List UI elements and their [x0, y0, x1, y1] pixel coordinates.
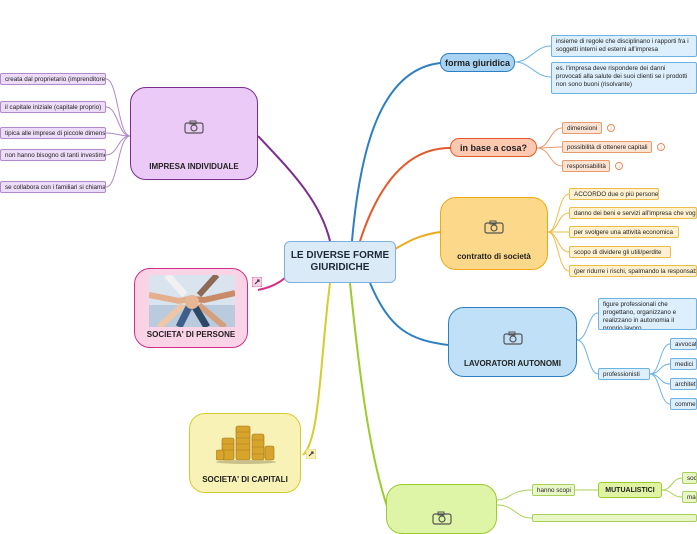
item-medici[interactable]: medici	[670, 358, 697, 370]
topic-label: contratto di società	[457, 252, 531, 261]
item-soci[interactable]: soci	[682, 472, 697, 484]
topic-label: LAVORATORI AUTONOMI	[464, 359, 561, 368]
info-icon[interactable]: i	[607, 124, 615, 132]
item-green-partial	[532, 514, 697, 522]
attachment-icon[interactable]	[306, 449, 316, 459]
topic-lavoratori-autonomi[interactable]: LAVORATORI AUTONOMI	[448, 307, 577, 377]
topic-mutualistici[interactable]: MUTUALISTICI	[598, 482, 662, 498]
camera-icon	[184, 120, 204, 134]
item-responsabilita[interactable]: responsabilità	[562, 160, 610, 172]
item-professionisti[interactable]: professionisti	[598, 368, 650, 380]
item-familiari[interactable]: se collabora con i familiari si chiama	[0, 181, 106, 193]
connection-lines	[105, 45, 683, 519]
note-forma-giuridica-1[interactable]: insieme di regole che disciplinano i rap…	[551, 35, 697, 57]
topic-forma-giuridica[interactable]: forma giuridica	[440, 53, 515, 72]
item-ridurre-rischi[interactable]: (per ridurre i rischi, spalmando la resp…	[569, 265, 697, 277]
info-icon[interactable]: i	[657, 143, 665, 151]
team-hands-image	[149, 275, 235, 327]
item-possibilita-capitali[interactable]: possibilità di ottenere capitali	[562, 141, 652, 153]
topic-societa-di-persone[interactable]: SOCIETA' DI PERSONE	[134, 268, 248, 348]
item-architetti[interactable]: architetti	[670, 378, 697, 390]
info-icon[interactable]: i	[615, 162, 623, 170]
item-avvocati[interactable]: avvocati	[670, 338, 697, 350]
topic-label: IMPRESA INDIVIDUALE	[149, 162, 239, 171]
item-beni-servizi[interactable]: danno dei beni e servizi all'impresa che…	[569, 207, 697, 219]
topic-in-base-a-cosa[interactable]: in base a cosa?	[450, 138, 537, 157]
item-attivita-economica[interactable]: per svolgere una attività economica	[569, 226, 679, 238]
note-figure-professionali[interactable]: figure professionali che progettano, org…	[598, 298, 697, 330]
item-accordo[interactable]: ACCORDO due o più persone	[569, 188, 659, 200]
topic-contratto-di-societa[interactable]: contratto di società	[440, 197, 548, 270]
topic-impresa-individuale[interactable]: IMPRESA INDIVIDUALE	[130, 87, 258, 180]
topic-label: SOCIETA' DI CAPITALI	[202, 475, 288, 484]
central-topic[interactable]: LE DIVERSE FORME GIURIDICHE	[284, 241, 396, 283]
topic-societa-di-capitali[interactable]: SOCIETA' DI CAPITALI	[189, 413, 301, 493]
item-ma[interactable]: ma	[682, 491, 697, 503]
topic-green-card[interactable]	[386, 484, 497, 534]
camera-icon	[431, 511, 452, 525]
item-piccole-dimensioni[interactable]: tipica alle imprese di piccole dimension…	[0, 127, 106, 139]
item-investimenti[interactable]: non hanno bisogno di tanti investimenti	[0, 149, 106, 161]
item-hanno-scopi[interactable]: hanno scopi	[532, 484, 575, 496]
note-forma-giuridica-2[interactable]: es. l'impresa deve rispondere dei danni …	[551, 62, 697, 94]
camera-icon	[502, 331, 523, 345]
item-creata-proprietario[interactable]: creata dal proprietario (imprenditore)	[0, 73, 106, 85]
item-dimensioni[interactable]: dimensioni	[562, 122, 602, 134]
coins-image	[216, 425, 276, 464]
item-scopo-utili[interactable]: scopo di dividere gli utili/perdite	[569, 246, 671, 258]
item-commercialisti[interactable]: commercialisti	[670, 398, 697, 410]
attachment-icon[interactable]	[252, 277, 262, 287]
camera-icon	[484, 220, 504, 234]
topic-label: SOCIETA' DI PERSONE	[146, 330, 236, 339]
item-capitale-iniziale[interactable]: il capitale iniziale (capitale proprio)	[0, 101, 106, 113]
